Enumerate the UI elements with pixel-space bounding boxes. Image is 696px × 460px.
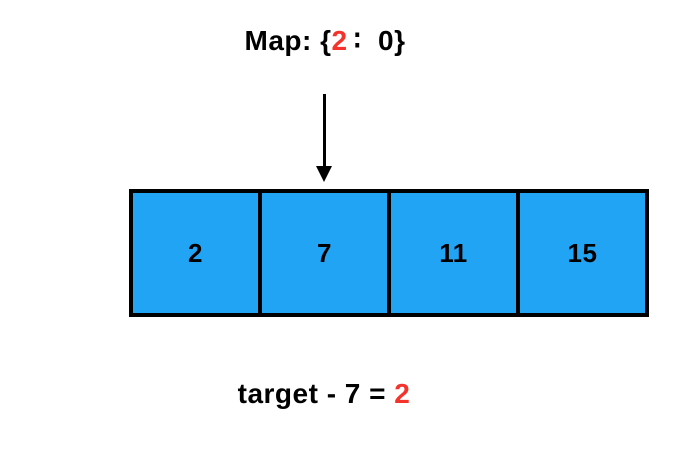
map-key-highlight: 2	[331, 25, 348, 56]
target-equation-highlight: 2	[394, 378, 411, 409]
target-equation: target - 7 = 2	[238, 379, 411, 409]
map-label: Map: {2 ∶ 0}	[245, 26, 406, 56]
array-cell-3: 15	[520, 193, 645, 313]
array-cell-2: 11	[391, 193, 516, 313]
array-cell-value: 11	[439, 237, 468, 268]
map-label-suffix: ∶ 0}	[347, 25, 406, 56]
down-arrow-head	[316, 166, 332, 182]
array-cell-0: 2	[133, 193, 258, 313]
map-label-prefix: Map: {	[244, 25, 332, 56]
array-cell-value: 15	[567, 237, 598, 268]
array-cell-value: 2	[188, 237, 203, 268]
target-equation-prefix: target - 7 =	[237, 378, 395, 409]
array-cell-1: 7	[262, 193, 387, 313]
array-cell-value: 7	[317, 237, 332, 268]
down-arrow-shaft	[323, 94, 326, 168]
array: 2 7 11 15	[129, 189, 649, 317]
